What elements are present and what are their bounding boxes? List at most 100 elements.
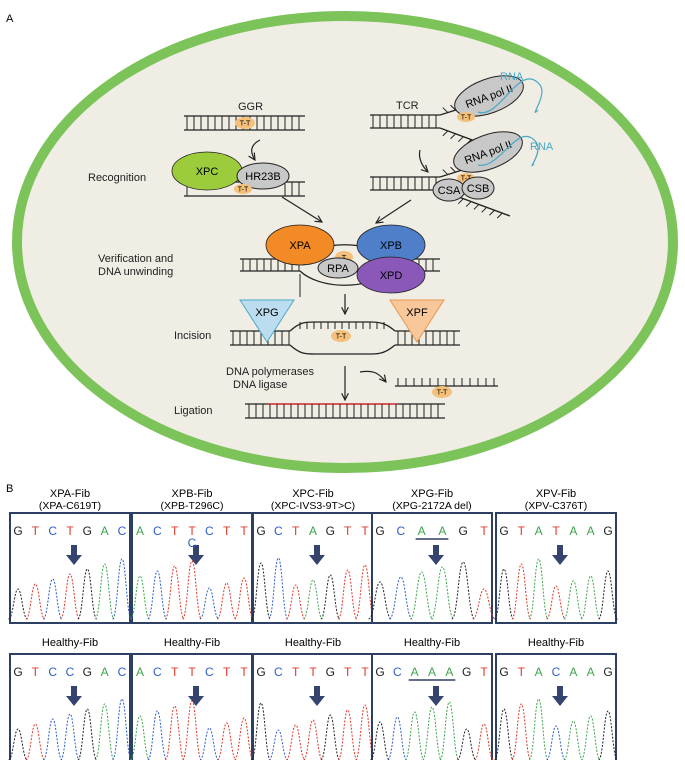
trace-title: XPC-Fib <box>292 488 334 500</box>
xpc-protein: XPC <box>171 151 243 191</box>
chromatogram-peak <box>147 710 168 761</box>
mutation-arrow-icon <box>309 545 325 565</box>
svg-text:CSB: CSB <box>467 183 490 195</box>
mutation-arrow-icon <box>309 686 325 706</box>
chromatogram-peak <box>528 558 549 620</box>
base-call: C <box>393 665 402 679</box>
chromatogram-peak <box>42 578 63 620</box>
svg-text:CSA: CSA <box>438 185 461 197</box>
chromatogram-peak <box>528 698 549 761</box>
chromatogram-peak <box>199 727 220 761</box>
polymerase-label: DNA polymerases <box>226 366 315 378</box>
healthy-title: Healthy-Fib <box>404 637 460 649</box>
chromatogram-peak <box>511 703 532 761</box>
ggr-label: GGR <box>238 101 263 113</box>
base-call: T <box>552 524 560 538</box>
chromatogram-peak <box>77 708 98 761</box>
base-call: T <box>223 665 231 679</box>
base-call: T <box>32 524 40 538</box>
chromatogram-peak <box>409 571 434 620</box>
incision-label: Incision <box>174 330 211 342</box>
svg-text:XPD: XPD <box>380 270 403 282</box>
chromatogram-peak <box>563 580 584 620</box>
chromatogram-peak <box>129 715 151 761</box>
base-call: T <box>188 524 196 538</box>
base-call: T <box>361 665 369 679</box>
csb-protein: CSB <box>461 176 495 200</box>
tcr-lesion-top: T-T <box>457 112 475 122</box>
csa-protein: CSA <box>432 178 466 202</box>
chromatogram-peak <box>320 714 341 761</box>
chromatogram-peak <box>472 588 496 620</box>
base-call: A <box>136 524 144 538</box>
base-call: A <box>587 665 595 679</box>
base-call: G <box>499 665 508 679</box>
incision-dna <box>230 321 460 355</box>
xpa-protein: XPA <box>265 224 335 266</box>
base-call: A <box>411 665 419 679</box>
base-call: T <box>171 665 179 679</box>
trace-title: XPB-Fib <box>172 488 213 500</box>
chromatogram-peak <box>164 565 185 620</box>
chromatogram-peak <box>439 701 460 761</box>
base-call: G <box>459 524 468 538</box>
rna-strand-recognition <box>477 135 539 167</box>
base-call: C <box>153 665 162 679</box>
chromatogram-peak <box>354 704 376 761</box>
rna-label-top: RNA <box>500 71 524 83</box>
chromatogram-peak <box>94 563 115 620</box>
base-call: G <box>13 665 22 679</box>
ggr-lesion: T-T <box>235 117 255 129</box>
base-call: C <box>66 665 75 679</box>
chromatogram-peak <box>59 573 81 620</box>
xpd-protein: XPD <box>356 256 426 294</box>
svg-text:T-T: T-T <box>336 334 347 341</box>
base-call: T <box>518 665 526 679</box>
panel-a-label: A <box>6 13 14 25</box>
chromatogram-peak <box>404 711 425 761</box>
arrow-ggr-to-verification <box>281 196 322 222</box>
trace-subtitle: (XPA-C619T) <box>39 500 101 512</box>
base-call: G <box>256 665 265 679</box>
rpa-protein: RPA <box>317 257 359 279</box>
chromatogram-peak <box>7 588 29 620</box>
mutation-arrow-icon <box>552 545 568 565</box>
tcr-label: TCR <box>396 100 419 112</box>
base-call: A <box>428 665 436 679</box>
chromatogram-peak <box>545 725 567 761</box>
chromatogram-peak <box>164 705 185 761</box>
arrow-excised-fragment <box>359 370 386 382</box>
svg-text:T-T: T-T <box>437 390 448 397</box>
chromatogram-peak <box>337 709 358 761</box>
trace-title: XPG-Fib <box>411 488 453 500</box>
base-call: C <box>48 524 57 538</box>
trace-subtitle: (XPV-C376T) <box>525 500 587 512</box>
chromatogram-peak <box>216 722 237 761</box>
hr23b-protein: HR23B <box>236 162 290 190</box>
chromatogram-peak <box>597 570 619 620</box>
trace-subtitle: (XPC-IVS3-9T>C) <box>271 500 355 512</box>
chromatogram-peak <box>421 706 443 761</box>
base-call: T <box>32 665 40 679</box>
arrow-tcr-down <box>418 149 428 172</box>
chromatogram-peak <box>77 568 98 620</box>
healthy-title: Healthy-Fib <box>164 637 220 649</box>
base-call: C <box>205 524 214 538</box>
panel-b-label: B <box>6 483 13 495</box>
base-call: G <box>603 665 612 679</box>
mutation-arrow-icon <box>188 545 204 565</box>
chromatogram-peak <box>42 718 63 761</box>
ligation-dna <box>245 403 445 419</box>
base-call: A <box>136 665 144 679</box>
base-call: C <box>274 665 283 679</box>
base-call: G <box>326 524 335 538</box>
base-call: T <box>240 524 248 538</box>
base-call: T <box>292 665 300 679</box>
ligase-label: DNA ligase <box>233 379 287 391</box>
chromatogram-peak <box>268 557 289 620</box>
